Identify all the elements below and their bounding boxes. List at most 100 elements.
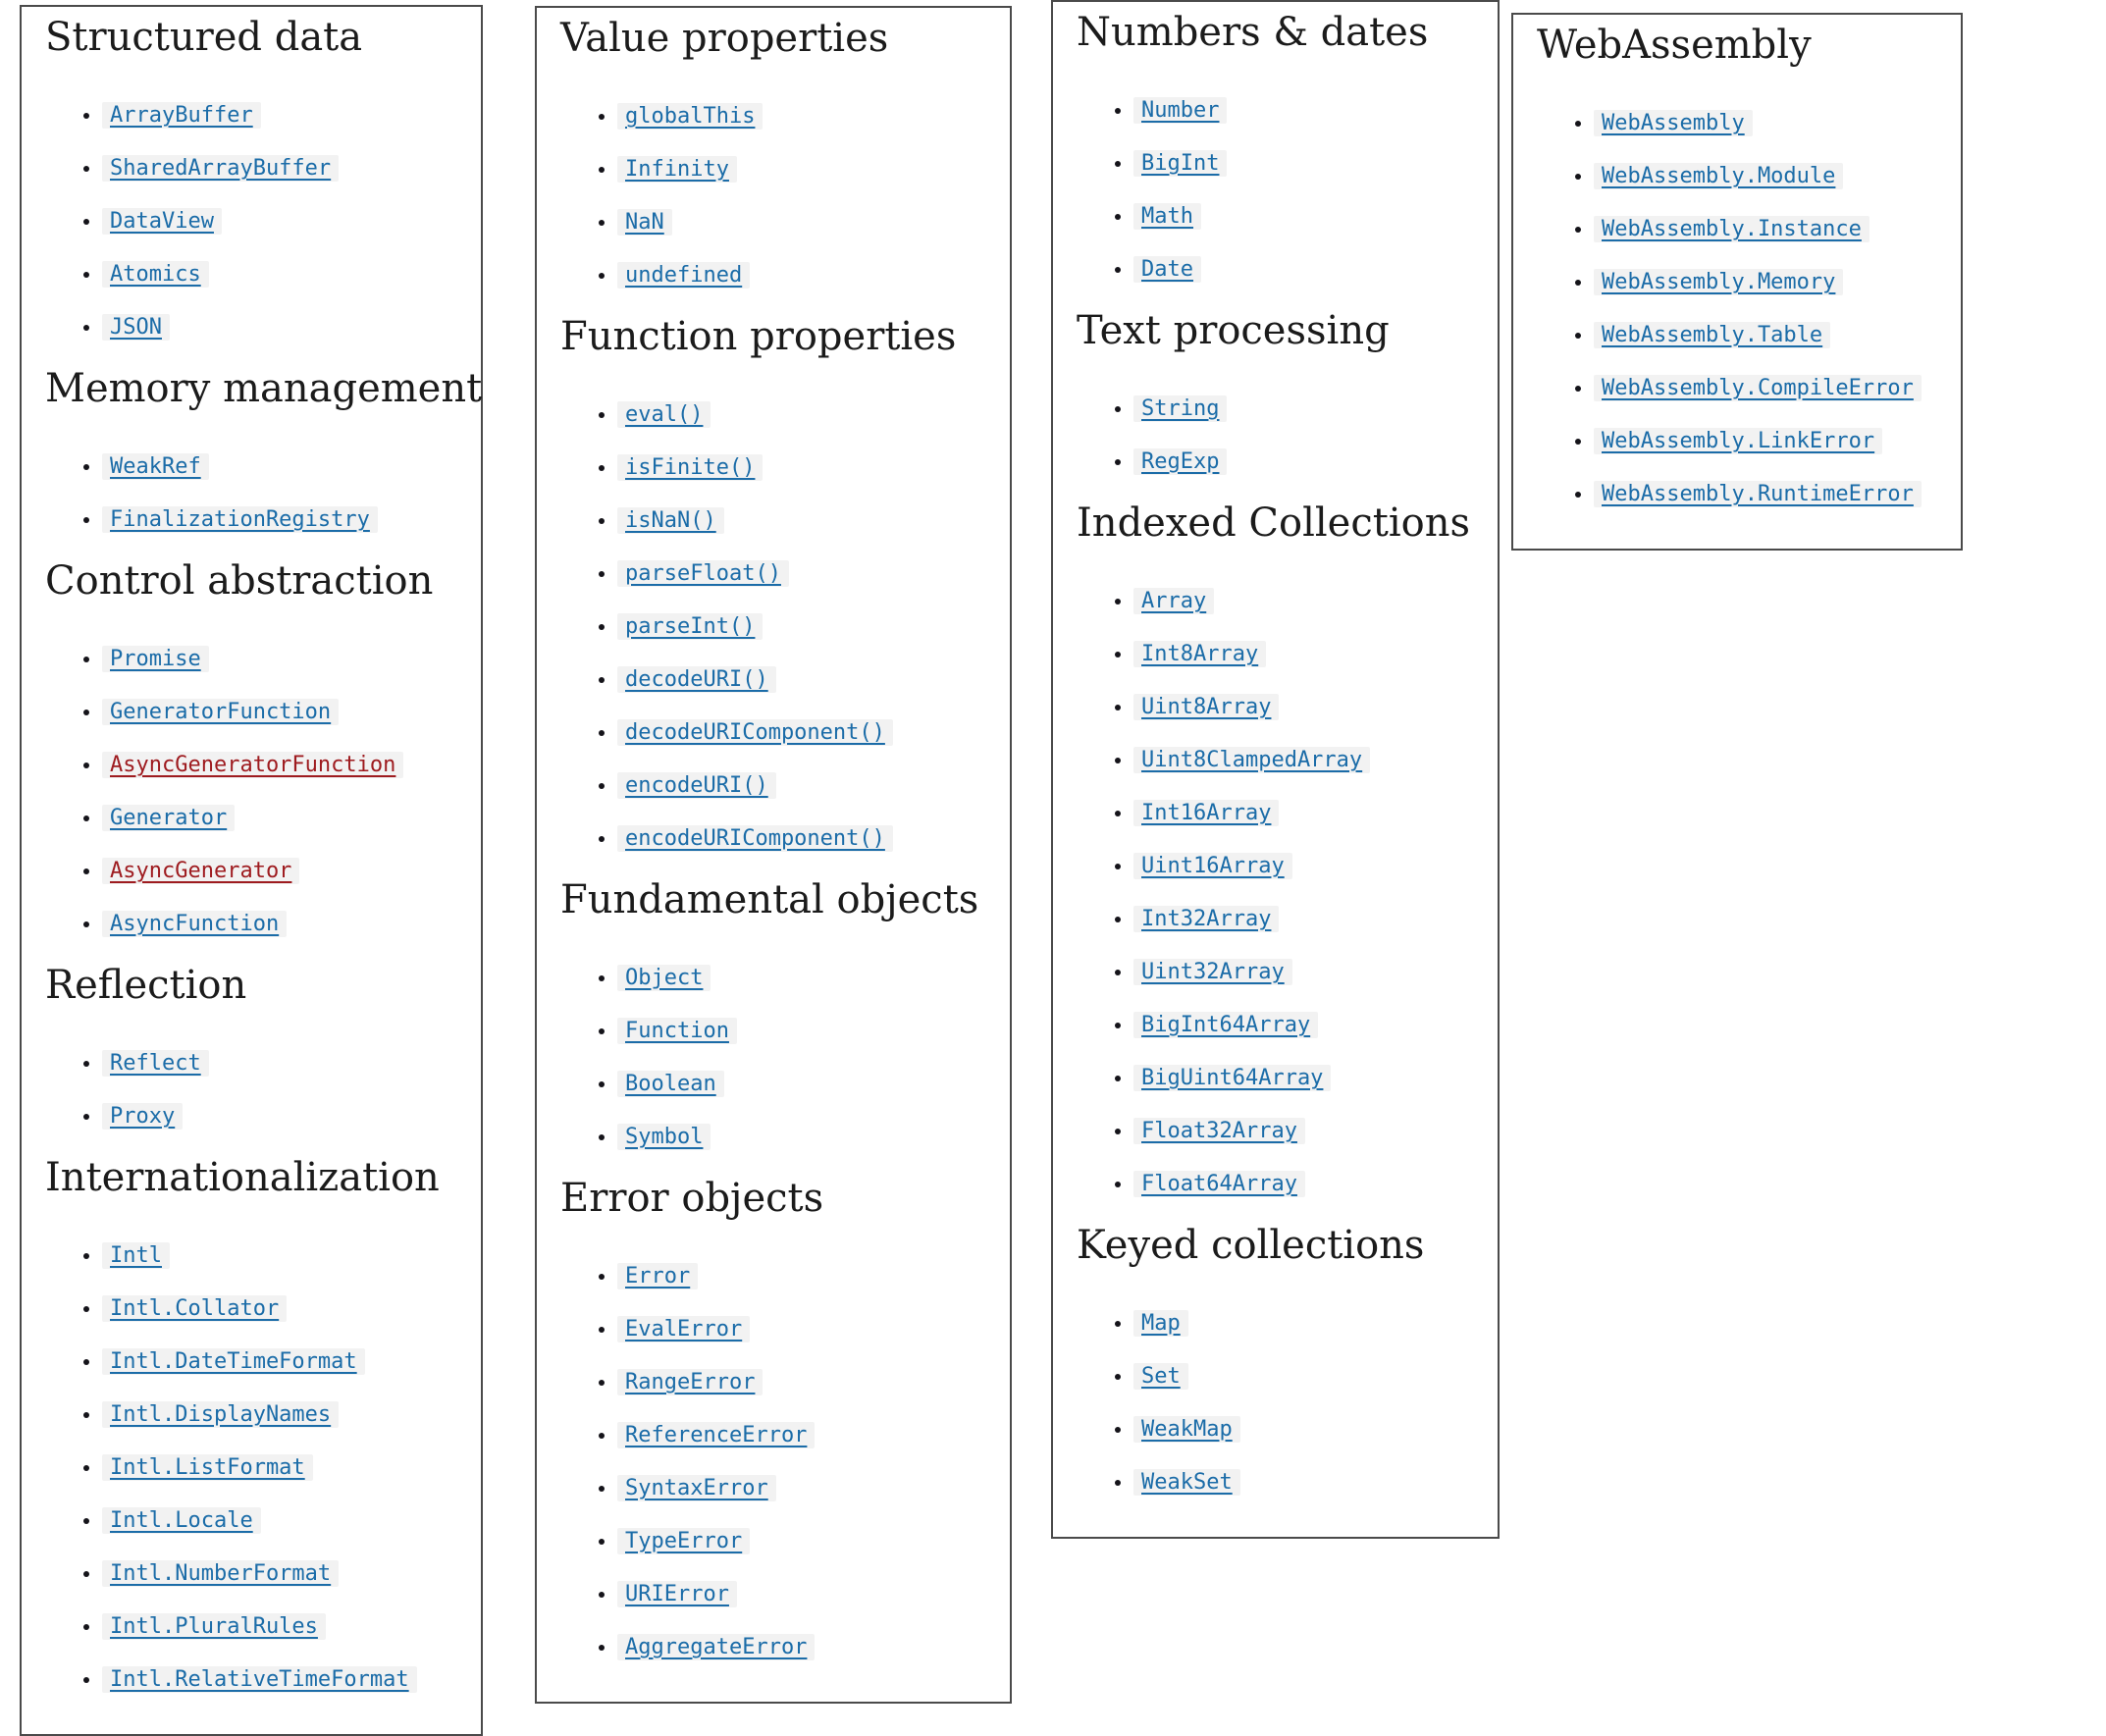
- link-list: Object Function Boolean Symbol: [560, 965, 986, 1150]
- list-item: SharedArrayBuffer: [102, 155, 457, 182]
- doc-link[interactable]: Uint32Array: [1133, 959, 1292, 985]
- doc-link[interactable]: URIError: [617, 1581, 737, 1607]
- doc-link[interactable]: Intl: [102, 1242, 170, 1269]
- section-heading: Reflection: [45, 963, 247, 1008]
- doc-link[interactable]: undefined: [617, 262, 751, 289]
- doc-link[interactable]: Uint16Array: [1133, 853, 1292, 879]
- doc-link[interactable]: Set: [1133, 1363, 1188, 1390]
- doc-link[interactable]: globalThis: [617, 103, 763, 130]
- doc-link[interactable]: Map: [1133, 1310, 1188, 1337]
- doc-link[interactable]: RangeError: [617, 1369, 763, 1395]
- list-item: GeneratorFunction: [102, 699, 457, 725]
- category-card-webassembly: WebAssembly WebAssembly WebAssembly.Modu…: [1511, 13, 1963, 551]
- doc-link[interactable]: Intl.RelativeTimeFormat: [102, 1666, 417, 1693]
- doc-link[interactable]: WebAssembly.LinkError: [1594, 428, 1883, 454]
- doc-link[interactable]: Intl.NumberFormat: [102, 1560, 340, 1587]
- list-item: Function: [617, 1018, 986, 1044]
- list-item: WebAssembly.LinkError: [1594, 428, 1937, 454]
- doc-link[interactable]: WebAssembly.Instance: [1594, 216, 1869, 242]
- doc-link[interactable]: Float64Array: [1133, 1171, 1305, 1197]
- doc-link[interactable]: WeakSet: [1133, 1469, 1240, 1496]
- doc-link[interactable]: BigUint64Array: [1133, 1065, 1332, 1091]
- doc-link[interactable]: Generator: [102, 805, 236, 831]
- doc-link[interactable]: WebAssembly.Table: [1594, 322, 1831, 348]
- list-item: NaN: [617, 209, 986, 236]
- doc-link[interactable]: Math: [1133, 203, 1201, 230]
- list-item: WeakRef: [102, 453, 457, 480]
- section-heading: Function properties: [560, 314, 957, 359]
- doc-link[interactable]: Boolean: [617, 1071, 724, 1097]
- doc-link[interactable]: Uint8Array: [1133, 694, 1280, 720]
- doc-link[interactable]: Float32Array: [1133, 1118, 1305, 1144]
- doc-link[interactable]: ReferenceError: [617, 1422, 816, 1448]
- doc-link[interactable]: Uint8ClampedArray: [1133, 747, 1371, 773]
- doc-link[interactable]: Atomics: [102, 261, 209, 288]
- list-item: Uint16Array: [1133, 853, 1474, 879]
- doc-link[interactable]: Intl.ListFormat: [102, 1454, 313, 1481]
- link-list: Error EvalError RangeError ReferenceErro…: [560, 1263, 986, 1660]
- doc-link[interactable]: SyntaxError: [617, 1475, 776, 1501]
- doc-link[interactable]: Intl.Collator: [102, 1295, 288, 1322]
- doc-link[interactable]: eval(): [617, 401, 711, 428]
- doc-link[interactable]: Date: [1133, 256, 1201, 283]
- doc-link[interactable]: WebAssembly.CompileError: [1594, 375, 1922, 401]
- doc-link-broken[interactable]: AsyncGenerator: [102, 858, 300, 884]
- section-heading: Keyed collections: [1077, 1223, 1425, 1268]
- doc-link[interactable]: Array: [1133, 588, 1215, 614]
- doc-link[interactable]: Proxy: [102, 1103, 184, 1130]
- doc-link[interactable]: TypeError: [617, 1528, 751, 1554]
- doc-link[interactable]: JSON: [102, 314, 170, 341]
- doc-link[interactable]: WebAssembly: [1594, 110, 1753, 136]
- doc-link[interactable]: NaN: [617, 209, 672, 236]
- doc-link[interactable]: WebAssembly.RuntimeError: [1594, 481, 1922, 507]
- doc-link[interactable]: Number: [1133, 97, 1228, 124]
- doc-link[interactable]: WeakMap: [1133, 1416, 1240, 1443]
- doc-link[interactable]: DataView: [102, 208, 222, 235]
- doc-link[interactable]: isNaN(): [617, 507, 724, 534]
- doc-link[interactable]: Int16Array: [1133, 800, 1280, 826]
- doc-link[interactable]: Infinity: [617, 156, 737, 183]
- doc-link[interactable]: Symbol: [617, 1124, 711, 1150]
- doc-link[interactable]: Intl.Locale: [102, 1507, 261, 1534]
- doc-link[interactable]: AsyncFunction: [102, 911, 288, 937]
- doc-link[interactable]: BigInt64Array: [1133, 1012, 1319, 1038]
- doc-link[interactable]: encodeURIComponent(): [617, 825, 893, 852]
- section-heading: Error objects: [560, 1176, 824, 1221]
- doc-link[interactable]: AggregateError: [617, 1634, 816, 1660]
- doc-link[interactable]: FinalizationRegistry: [102, 506, 378, 533]
- doc-link[interactable]: Intl.PluralRules: [102, 1613, 326, 1640]
- doc-link[interactable]: Object: [617, 965, 711, 991]
- doc-link[interactable]: EvalError: [617, 1316, 751, 1342]
- doc-link[interactable]: parseInt(): [617, 613, 763, 640]
- doc-link[interactable]: encodeURI(): [617, 772, 776, 799]
- link-list: Map Set WeakMap WeakSet: [1077, 1310, 1474, 1496]
- doc-link[interactable]: BigInt: [1133, 150, 1228, 177]
- doc-link[interactable]: WebAssembly.Module: [1594, 163, 1844, 189]
- doc-link[interactable]: Reflect: [102, 1050, 209, 1077]
- doc-link[interactable]: WeakRef: [102, 453, 209, 480]
- doc-link[interactable]: decodeURI(): [617, 666, 776, 693]
- doc-link[interactable]: isFinite(): [617, 454, 763, 481]
- doc-link[interactable]: ArrayBuffer: [102, 102, 261, 129]
- doc-link[interactable]: Int32Array: [1133, 906, 1280, 932]
- list-item: Date: [1133, 256, 1474, 283]
- doc-link[interactable]: Promise: [102, 646, 209, 672]
- list-item: eval(): [617, 401, 986, 428]
- doc-link[interactable]: parseFloat(): [617, 560, 789, 587]
- doc-link[interactable]: String: [1133, 395, 1228, 422]
- list-item: Reflect: [102, 1050, 457, 1077]
- list-item: BigUint64Array: [1133, 1065, 1474, 1091]
- doc-link[interactable]: Intl.DateTimeFormat: [102, 1348, 365, 1375]
- link-list: Number BigInt Math Date: [1077, 97, 1474, 283]
- doc-link[interactable]: Int8Array: [1133, 641, 1267, 667]
- doc-link[interactable]: WebAssembly.Memory: [1594, 269, 1844, 295]
- doc-link[interactable]: RegExp: [1133, 448, 1228, 475]
- doc-link[interactable]: SharedArrayBuffer: [102, 155, 340, 182]
- doc-link[interactable]: Function: [617, 1018, 737, 1044]
- doc-link[interactable]: Error: [617, 1263, 699, 1289]
- doc-link[interactable]: Intl.DisplayNames: [102, 1401, 340, 1428]
- list-item: isNaN(): [617, 507, 986, 534]
- doc-link-broken[interactable]: AsyncGeneratorFunction: [102, 752, 404, 778]
- doc-link[interactable]: GeneratorFunction: [102, 699, 340, 725]
- doc-link[interactable]: decodeURIComponent(): [617, 719, 893, 746]
